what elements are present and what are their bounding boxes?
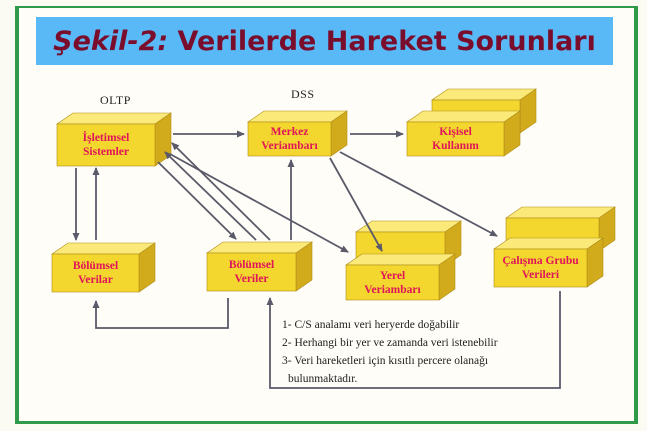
arrow-calisma-to-bolumsel-mid (266, 291, 561, 389)
arrow-bolumsel-mid-to-isletimsel-b (171, 142, 271, 241)
label-merkez-line1: Merkez (270, 126, 309, 138)
label-bolumsel-mid-line2: Veriler (234, 273, 269, 285)
label-calisma-line1: Çalışma Grubu (502, 255, 579, 267)
title-prefix: Şekil-2: (53, 25, 169, 57)
arrow-bolumsel-mid-to-isletimsel-a (164, 151, 257, 241)
box-calisma-stack (493, 206, 616, 288)
diagram-title: Şekil-2: Verilerde Hareket Sorunları (53, 26, 596, 57)
box-merkez (247, 110, 348, 157)
note-item: bulunmaktadır. (288, 373, 358, 385)
arrow-isletimsel-to-yerel (169, 153, 349, 253)
label-bolumsel-left-line2: Verilar (78, 274, 113, 286)
label-bolumsel-left: Bölümsel Verilar (52, 254, 139, 292)
label-isletimsel: İşletimsel Sistemler (57, 124, 155, 166)
label-bolumsel-mid-line1: Bölümsel (228, 259, 275, 271)
label-yerel-line1: Yerel (379, 269, 406, 282)
arrow-merkez-to-yerel (329, 157, 383, 252)
arrow-isletimsel-to-bolumsel-mid (157, 161, 237, 240)
label-kisisel: Kişisel Kullanım (407, 122, 504, 156)
note-item: 2- Herhangi bir yer ve zamanda veri iste… (282, 337, 498, 349)
box-yerel-stack (345, 220, 462, 301)
label-kisisel-line1: Kişisel (439, 126, 472, 138)
box-bolumsel-mid (206, 241, 313, 292)
label-isletimsel-line2: Sistemler (83, 146, 129, 158)
title-banner: Şekil-2: Verilerde Hareket Sorunları (36, 17, 613, 65)
box-isletimsel (56, 112, 172, 167)
title-main: Verilerde Hareket Sorunları (177, 25, 596, 57)
note-item: 3- Veri hareketleri için kısıtlı percere… (282, 355, 489, 367)
label-merkez-line2: Veriambarı (261, 140, 318, 152)
label-bolumsel-mid: Bölümsel Veriler (207, 253, 296, 291)
label-merkez: Merkez Veriambarı (248, 122, 331, 156)
arrow-bolumsel-loop (92, 298, 229, 329)
label-yerel: Yerel Veriambarı (346, 265, 439, 300)
label-calisma: Çalışma Grubu Verileri (494, 249, 587, 287)
label-kisisel-line2: Kullanım (432, 140, 479, 152)
label-calisma-line2: Verileri (521, 269, 560, 281)
box-kisisel-stack (406, 88, 537, 157)
label-yerel-line2: Veriambarı (364, 283, 421, 296)
arrow-merkez-to-calisma (339, 151, 498, 237)
note-item: 1- C/S analamı veri heryerde doğabilir (282, 319, 460, 331)
caption-dss: DSS (291, 87, 315, 101)
label-bolumsel-left-line1: Bölümsel (72, 260, 119, 272)
notes-list: 1- C/S analamı veri heryerde doğabilir 2… (282, 316, 562, 388)
caption-oltp: OLTP (100, 93, 131, 107)
label-isletimsel-line1: İşletimsel (82, 132, 130, 144)
box-bolumsel-left (51, 242, 156, 293)
